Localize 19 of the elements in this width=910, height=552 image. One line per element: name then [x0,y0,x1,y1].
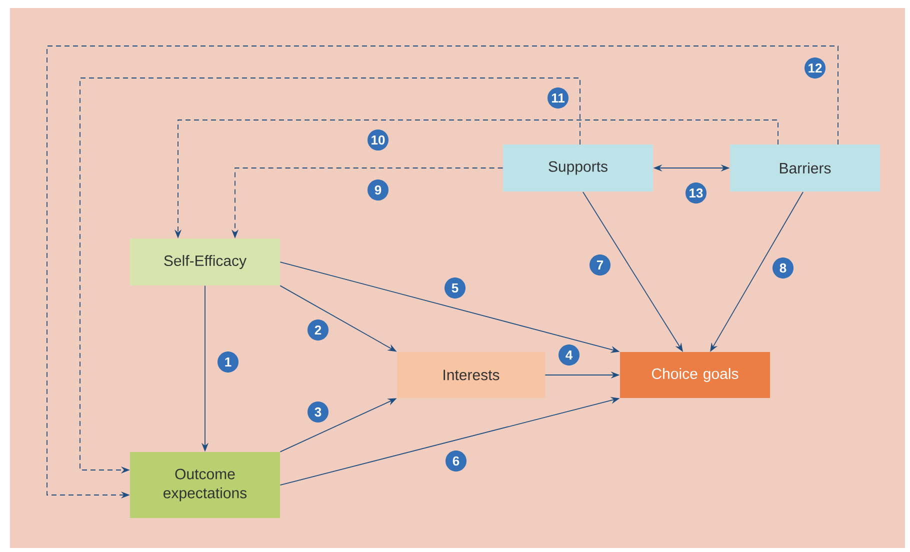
edge-label: 3 [308,402,328,422]
factor-box: Barriers [730,144,880,192]
edge-label: 10 [368,130,388,150]
edge-label: 9 [368,180,388,200]
edge-label: 7 [590,254,610,276]
edge-label: 5 [444,278,466,298]
factor-box: Outcome expectations [130,452,280,518]
edge-label: 2 [308,320,328,340]
edge-label: 11 [548,88,568,108]
edge-label: 8 [772,258,794,278]
edge-label: 12 [804,58,826,78]
edge-label: 1 [218,352,238,372]
outcome-box: Choice goals [620,352,770,398]
edge-label: 13 [686,182,706,204]
edge-label: 6 [446,450,466,472]
edge-label: 4 [558,344,580,366]
factor-box: Self-Efficacy [130,238,280,286]
factor-box: Supports [503,144,653,192]
factor-box: Interests [397,352,545,398]
